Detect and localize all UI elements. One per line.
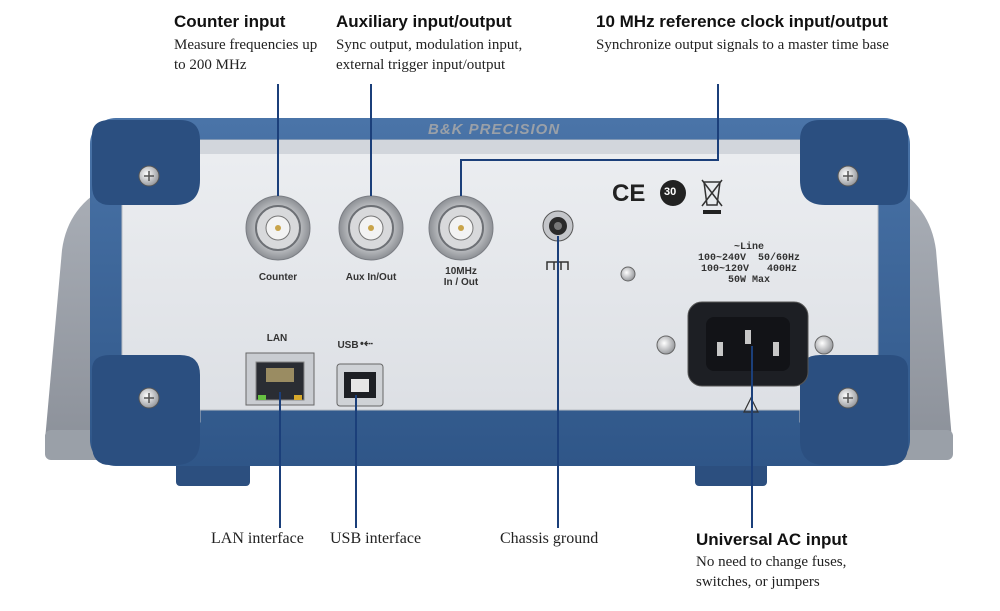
- counter-callout-title: Counter input: [174, 12, 286, 31]
- ref-callout: 10 MHz reference clock input/output Sync…: [596, 12, 916, 55]
- weee-bin-icon: [701, 179, 723, 214]
- ref-callout-title: 10 MHz reference clock input/output: [596, 12, 888, 31]
- panel-screw: [620, 266, 636, 282]
- leader-lines: [277, 84, 753, 528]
- ref-callout-desc: Synchronize output signals to a master t…: [596, 37, 889, 53]
- chassis-ground-post: [542, 210, 574, 270]
- mhz-port-label-line1: 10MHz: [445, 266, 477, 277]
- corner-bottom-left: [92, 355, 200, 465]
- aux-callout-title: Auxiliary input/output: [336, 12, 512, 31]
- aux-callout-desc: Sync output, modulation input, external …: [336, 37, 523, 73]
- chassis-ground-label: Chassis ground: [500, 530, 599, 547]
- ac-spec-label: ~Line 100~240V 50/60Hz 100~120V 400Hz 50…: [697, 242, 801, 286]
- ac-callout-title: Universal AC input: [696, 530, 848, 549]
- aux-callout: Auxiliary input/output Sync output, modu…: [336, 12, 566, 75]
- corner-top-left: [92, 120, 200, 205]
- lan-port-label: LAN: [266, 333, 288, 344]
- corner-screws: [138, 165, 859, 409]
- lan-interface-label: LAN interface: [211, 530, 304, 547]
- usb-interface-label: USB interface: [330, 530, 422, 547]
- usb-port-label: USB: [337, 340, 359, 351]
- ce-mark-icon: CE: [612, 180, 646, 207]
- epup-mark-icon: [660, 180, 686, 206]
- usb-icon: •⇠: [360, 338, 374, 350]
- counter-port-label: Counter: [258, 272, 298, 283]
- ac-inlet: [687, 301, 809, 387]
- ac-screw-right: [814, 335, 834, 355]
- left-foot: [176, 462, 250, 486]
- counter-callout-desc: Measure frequencies up to 200 MHz: [174, 37, 318, 73]
- brand-logo: B&K PRECISION: [428, 121, 561, 138]
- ac-callout-desc: No need to change fuses, switches, or ju…: [696, 554, 847, 590]
- counter-callout: Counter input Measure frequencies up to …: [174, 12, 344, 75]
- mhz-port-label-line2: In / Out: [443, 277, 479, 288]
- bnc-counter-connector: [245, 195, 311, 261]
- mhz-port-label: 10MHz In / Out: [436, 266, 486, 288]
- usb-port: [336, 363, 384, 407]
- bnc-aux-connector: [338, 195, 404, 261]
- aux-port-label: Aux In/Out: [345, 272, 397, 283]
- right-foot: [695, 462, 767, 486]
- panel-top-strip: [122, 140, 878, 154]
- bnc-10mhz-connector: [428, 195, 494, 261]
- ac-callout: Universal AC input No need to change fus…: [696, 530, 916, 592]
- corner-top-right: [800, 120, 908, 205]
- epup-mark-label: 30: [664, 186, 677, 198]
- ac-screw-left: [656, 335, 676, 355]
- corner-bottom-right: [800, 355, 908, 465]
